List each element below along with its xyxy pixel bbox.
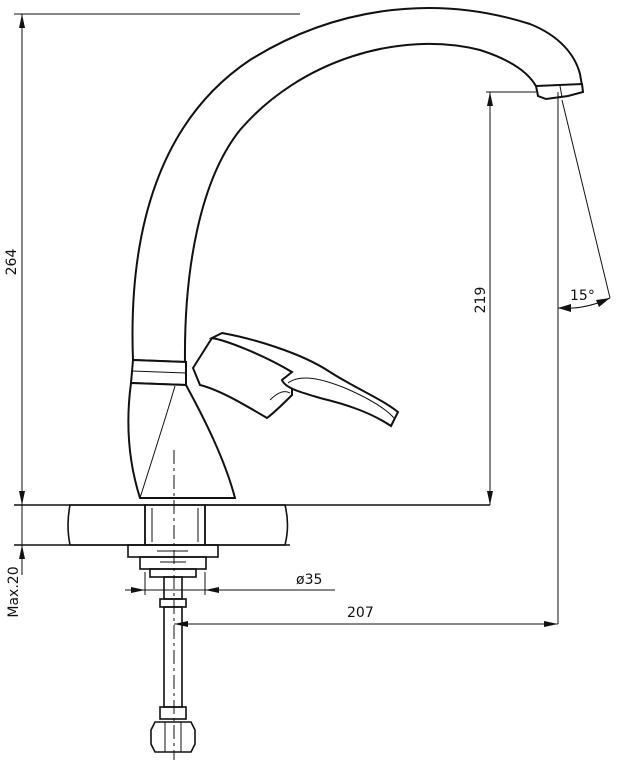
faucet-body <box>127 7 585 499</box>
dimension-hole-diameter: ø35 <box>125 572 335 595</box>
hole-diameter-label: ø35 <box>296 572 322 588</box>
total-height-label: 264 <box>4 249 20 276</box>
spout-height-label: 219 <box>473 287 489 314</box>
flexible-hose <box>150 576 196 753</box>
reach-label: 207 <box>347 605 374 621</box>
dimension-max-thickness: Max.20 <box>6 505 25 618</box>
dimension-reach: 207 <box>174 605 558 627</box>
dimension-total-height: 264 <box>4 13 300 505</box>
dimension-swivel-angle: 15° <box>557 92 611 624</box>
max-thickness-label: Max.20 <box>6 566 22 617</box>
countertop-section <box>14 504 490 546</box>
dimension-spout-height: 219 <box>473 91 536 505</box>
swivel-angle-label: 15° <box>570 288 595 304</box>
